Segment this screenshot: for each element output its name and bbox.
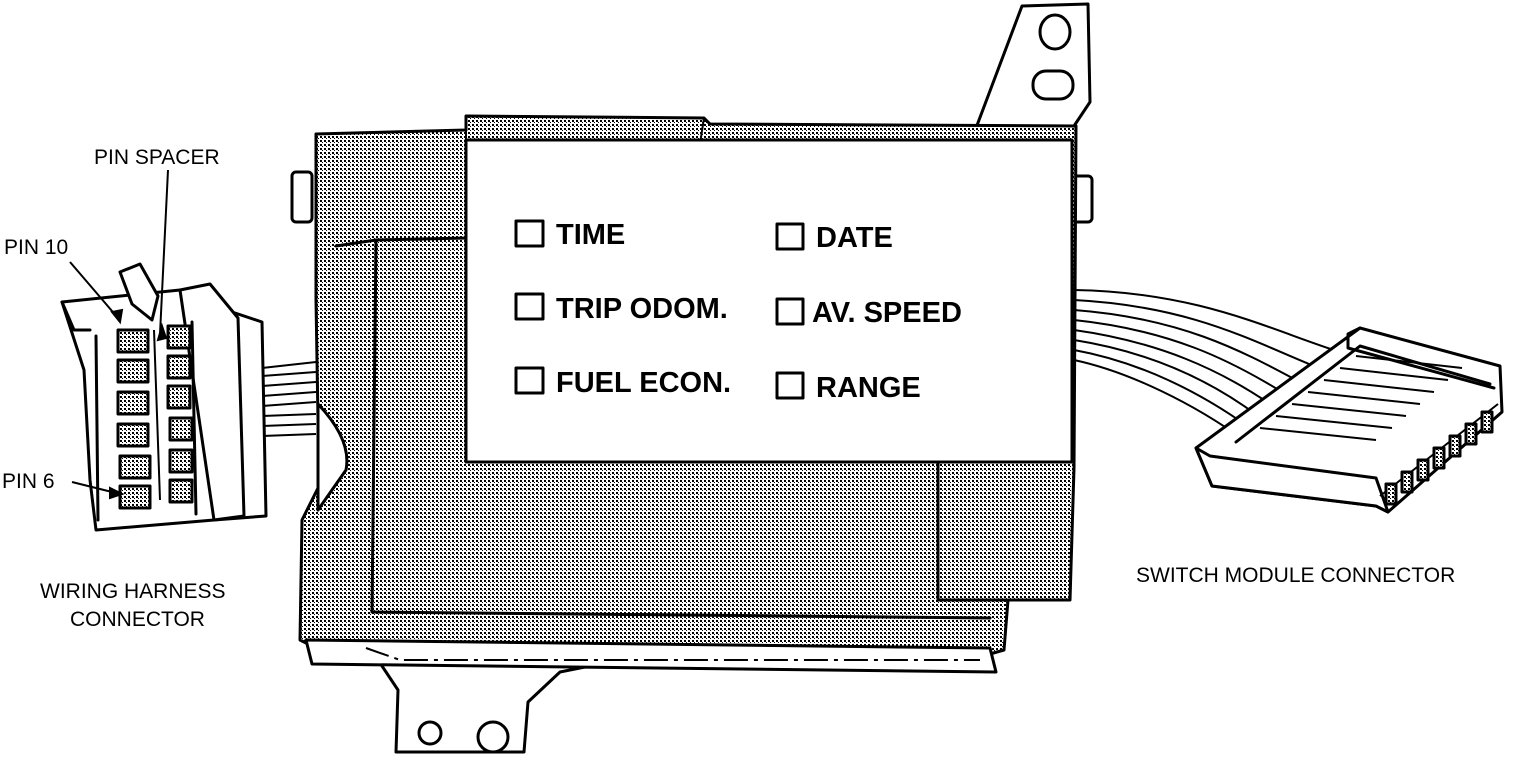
callout-pin-6: PIN 6	[2, 470, 55, 493]
bracket-hole-slot	[1031, 69, 1075, 101]
callout-pin-spacer: PIN SPACER	[94, 146, 220, 169]
switch-module-connector	[1194, 326, 1504, 514]
wiring-harness-connector	[60, 262, 268, 532]
pin-spacer-tab	[118, 262, 160, 322]
face-label-date: DATE	[816, 222, 893, 254]
pin-column-right	[166, 324, 194, 504]
checkbox-fuel-econ	[514, 366, 545, 395]
checkbox-range	[775, 371, 805, 400]
checkbox-time	[514, 219, 545, 248]
callout-pin-10: PIN 10	[4, 236, 68, 259]
checkbox-av-speed	[775, 297, 805, 326]
leader-pin-spacer	[159, 169, 169, 335]
right-wire-bundle	[1073, 289, 1341, 441]
leader-pin-10	[69, 261, 119, 319]
lower-mounting-bracket	[376, 658, 602, 754]
callout-wiring-harness-line1: WIRING HARNESS	[40, 580, 226, 603]
pin-spacer-strip	[153, 329, 161, 501]
face-label-trip-odom: TRIP ODOM.	[556, 293, 728, 325]
face-label-time: TIME	[556, 219, 625, 251]
switch-connector-pins	[1384, 410, 1494, 506]
face-label-fuel-econ: FUEL ECON.	[556, 367, 731, 399]
callout-wiring-harness-line2: CONNECTOR	[70, 608, 205, 631]
lower-bracket-hole-left	[417, 720, 443, 746]
callout-switch-module-connector: SWITCH MODULE CONNECTOR	[1136, 564, 1455, 587]
face-label-range: RANGE	[816, 372, 921, 404]
left-stud	[290, 170, 314, 224]
checkbox-trip-odom	[514, 292, 545, 321]
display-face-panel: TIME DATE TRIP ODOM. AV. SPEED FUEL ECON…	[464, 138, 1074, 464]
pin-column-left	[116, 328, 152, 510]
face-label-av-speed: AV. SPEED	[812, 297, 962, 329]
lower-bracket-hole-right	[476, 720, 510, 754]
upper-mounting-bracket	[974, 2, 1092, 130]
bracket-hole-round	[1038, 13, 1072, 51]
left-wire-bundle	[261, 361, 317, 437]
checkbox-date	[775, 222, 805, 251]
